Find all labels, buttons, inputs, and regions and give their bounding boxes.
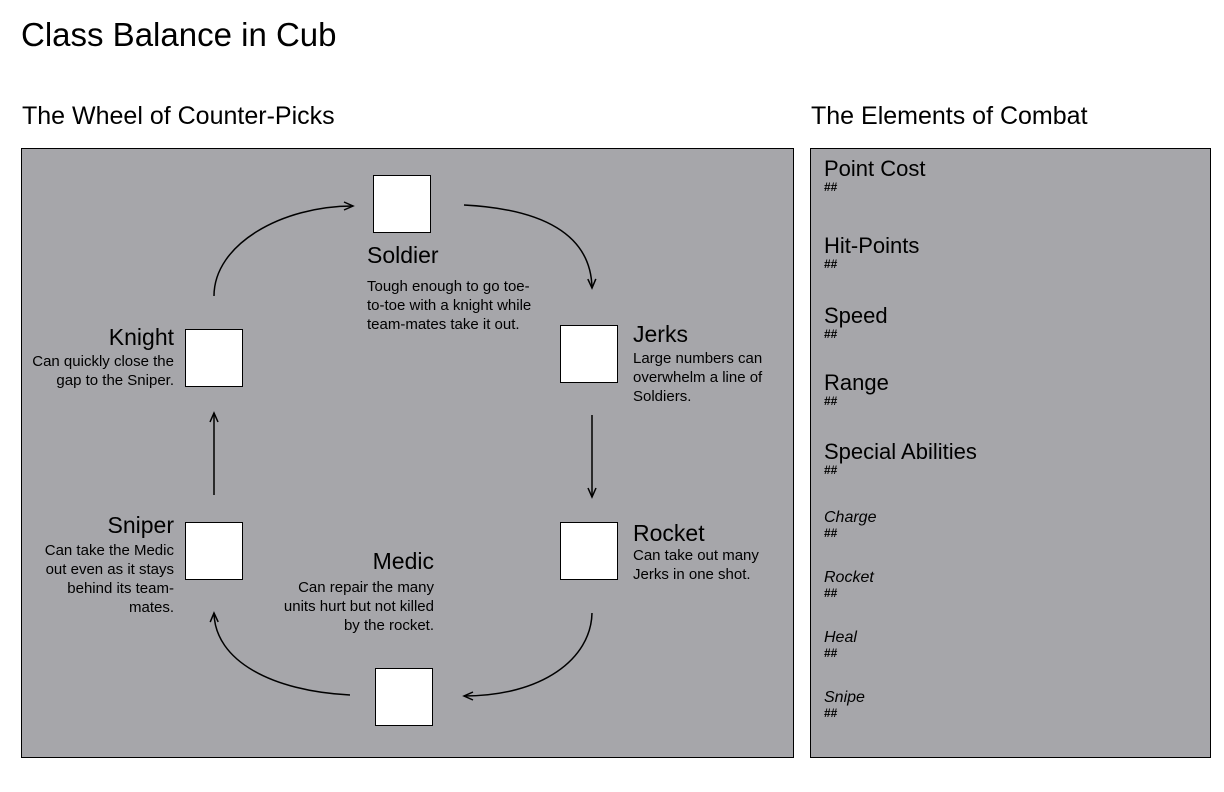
stat-hit-points: Hit-Points ## xyxy=(824,234,919,271)
medic-desc: Can repair the many units hurt but not k… xyxy=(283,579,434,634)
rocket-name: Rocket xyxy=(633,520,705,546)
stat-name: Range xyxy=(824,370,889,395)
stat-value: ## xyxy=(824,394,838,408)
sniper-box xyxy=(185,522,243,580)
stat-name: Hit-Points xyxy=(824,233,920,258)
stat-special-abilities: Special Abilities ## xyxy=(824,440,977,477)
arrow-knight-to-soldier xyxy=(213,201,355,297)
rocket-box xyxy=(560,522,618,580)
sniper-name: Sniper xyxy=(107,512,174,538)
stat-value: ## xyxy=(824,180,838,194)
knight-name: Knight xyxy=(108,324,174,350)
arrow-medic-to-sniper xyxy=(209,611,351,696)
ability-name: Snipe xyxy=(824,689,865,706)
stat-point-cost: Point Cost ## xyxy=(824,157,926,194)
elements-title: The Elements of Combat xyxy=(811,102,1088,130)
jerks-box xyxy=(560,325,618,383)
soldier-name: Soldier xyxy=(367,242,439,268)
ability-value: ## xyxy=(824,586,838,600)
stat-value: ## xyxy=(824,463,838,477)
wheel-title: The Wheel of Counter-Picks xyxy=(22,102,335,130)
stat-name: Speed xyxy=(824,303,888,328)
sniper-desc: Can take the Medic out even as it stays … xyxy=(44,542,174,616)
jerks-name: Jerks xyxy=(633,321,688,347)
ability-snipe: Snipe ## xyxy=(824,688,865,720)
ability-heal: Heal ## xyxy=(824,628,857,660)
stat-name: Point Cost xyxy=(824,156,926,181)
soldier-desc: Tough enough to go toe-to-toe with a kni… xyxy=(367,278,532,333)
medic-name: Medic xyxy=(372,548,434,574)
elements-panel: Point Cost ## Hit-Points ## Speed ## Ran… xyxy=(810,148,1211,758)
ability-name: Heal xyxy=(824,629,857,646)
soldier-box xyxy=(373,175,431,233)
rocket-desc: Can take out many Jerks in one shot. xyxy=(633,547,759,583)
ability-value: ## xyxy=(824,526,838,540)
ability-charge: Charge ## xyxy=(824,508,876,540)
stat-name: Special Abilities xyxy=(824,439,977,464)
ability-rocket: Rocket ## xyxy=(824,568,874,600)
counter-pick-arrows xyxy=(209,201,597,701)
stat-value: ## xyxy=(824,257,838,271)
stat-value: ## xyxy=(824,327,838,341)
page-title: Class Balance in Cub xyxy=(21,16,337,53)
medic-box xyxy=(375,668,433,726)
stat-range: Range ## xyxy=(824,371,889,408)
knight-desc: Can quickly close the gap to the Sniper. xyxy=(32,353,174,389)
ability-name: Charge xyxy=(824,509,877,526)
arrow-rocket-to-medic xyxy=(462,612,593,701)
ability-name: Rocket xyxy=(824,569,874,586)
ability-value: ## xyxy=(824,646,838,660)
wheel-panel: Soldier Tough enough to go toe-to-toe wi… xyxy=(21,148,794,758)
jerks-desc: Large numbers can overwhelm a line of So… xyxy=(633,350,763,405)
ability-value: ## xyxy=(824,706,838,720)
knight-box xyxy=(185,329,243,387)
stat-speed: Speed ## xyxy=(824,304,888,341)
arrow-soldier-to-jerks xyxy=(463,204,597,290)
